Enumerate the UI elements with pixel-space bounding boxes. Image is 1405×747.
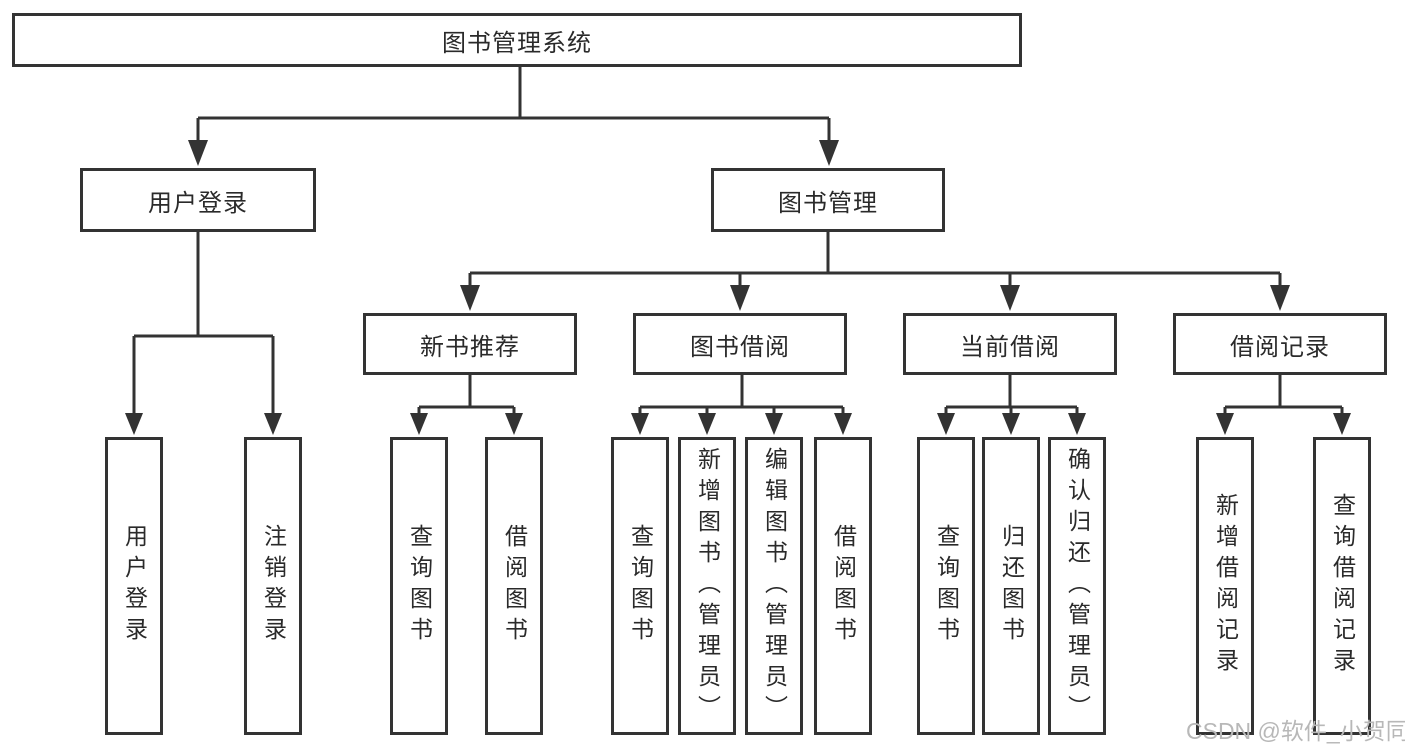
leaf-add-book-admin: 新增图书（管理员） bbox=[678, 437, 736, 735]
connector-borrow-records bbox=[1223, 375, 1344, 415]
leaf-query-books-borrow-label: 查询图书 bbox=[627, 524, 654, 648]
node-user-login: 用户登录 bbox=[80, 168, 316, 232]
connector-user-login bbox=[132, 232, 275, 415]
leaf-query-books-recommend: 查询图书 bbox=[390, 437, 448, 735]
leaf-query-books-borrow: 查询图书 bbox=[611, 437, 669, 735]
node-book-management-label: 图书管理 bbox=[778, 189, 878, 217]
leaf-logout-label: 注销登录 bbox=[260, 524, 287, 648]
leaf-query-borrow-record: 查询借阅记录 bbox=[1313, 437, 1371, 735]
node-borrow-records: 借阅记录 bbox=[1173, 313, 1387, 375]
leaf-return-book-label: 归还图书 bbox=[998, 524, 1025, 648]
leaf-query-books-current-label: 查询图书 bbox=[933, 524, 960, 648]
leaf-logout: 注销登录 bbox=[244, 437, 302, 735]
node-root: 图书管理系统 bbox=[12, 13, 1022, 67]
node-root-label: 图书管理系统 bbox=[442, 29, 592, 57]
connector-current-borrow bbox=[944, 375, 1079, 415]
leaf-confirm-return-admin: 确认归还（管理员） bbox=[1048, 437, 1106, 735]
arrowheads bbox=[125, 140, 1351, 435]
leaf-borrow-books-label: 借阅图书 bbox=[830, 524, 857, 648]
leaf-edit-book-admin: 编辑图书（管理员） bbox=[745, 437, 803, 735]
connector-new-book bbox=[417, 375, 516, 415]
leaf-query-books-current: 查询图书 bbox=[917, 437, 975, 735]
node-book-borrow-label: 图书借阅 bbox=[690, 333, 790, 361]
node-new-book-recommend: 新书推荐 bbox=[363, 313, 577, 375]
leaf-query-books-recommend-label: 查询图书 bbox=[406, 524, 433, 648]
node-current-borrow-label: 当前借阅 bbox=[960, 333, 1060, 361]
leaf-confirm-return-admin-label: 确认归还（管理员） bbox=[1064, 446, 1091, 726]
connector-book-borrow bbox=[638, 375, 845, 415]
leaf-return-book: 归还图书 bbox=[982, 437, 1040, 735]
node-user-login-label: 用户登录 bbox=[148, 189, 248, 217]
node-book-borrow: 图书借阅 bbox=[633, 313, 847, 375]
leaf-user-login: 用户登录 bbox=[105, 437, 163, 735]
connector-book-management bbox=[468, 232, 1282, 287]
node-new-book-recommend-label: 新书推荐 bbox=[420, 333, 520, 361]
leaf-add-borrow-record: 新增借阅记录 bbox=[1196, 437, 1254, 735]
watermark: CSDN @软件_小贺同学 bbox=[1186, 718, 1405, 744]
node-borrow-records-label: 借阅记录 bbox=[1230, 333, 1330, 361]
leaf-borrow-books-recommend: 借阅图书 bbox=[485, 437, 543, 735]
leaf-edit-book-admin-label: 编辑图书（管理员） bbox=[761, 446, 788, 726]
leaf-borrow-books: 借阅图书 bbox=[814, 437, 872, 735]
leaf-add-borrow-record-label: 新增借阅记录 bbox=[1212, 493, 1239, 679]
leaf-query-borrow-record-label: 查询借阅记录 bbox=[1329, 493, 1356, 679]
leaf-add-book-admin-label: 新增图书（管理员） bbox=[694, 446, 721, 726]
node-book-management: 图书管理 bbox=[711, 168, 945, 232]
leaf-user-login-label: 用户登录 bbox=[121, 524, 148, 648]
connector-root bbox=[196, 66, 831, 142]
leaf-borrow-books-recommend-label: 借阅图书 bbox=[501, 524, 528, 648]
node-current-borrow: 当前借阅 bbox=[903, 313, 1117, 375]
